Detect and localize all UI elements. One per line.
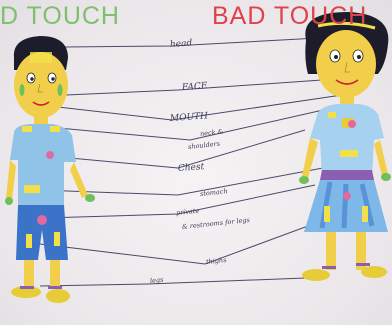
girl-right-shoe	[361, 266, 387, 278]
girl-left-leg	[326, 232, 336, 270]
girl-dress-top	[310, 104, 384, 178]
boy-chest-mark	[46, 151, 54, 159]
label-legs: legs	[150, 276, 164, 285]
girl-face	[316, 30, 376, 98]
boy-right-ear	[58, 84, 63, 96]
boy-right-shoe	[46, 289, 70, 303]
girl-figure	[299, 12, 391, 281]
girl-chest-mark	[348, 120, 356, 128]
girl-private-mark	[343, 192, 351, 200]
boy-left-ear	[20, 84, 25, 96]
boy-right-leg	[50, 260, 60, 286]
label-face: FACE	[182, 81, 208, 93]
boy-forehead-highlight	[30, 52, 52, 63]
label-chest: Chest	[178, 162, 205, 174]
girl-left-shoe	[302, 269, 330, 281]
boy-left-arm	[6, 160, 16, 200]
line-legs	[40, 278, 305, 286]
good-touch-title: D TOUCH	[0, 2, 120, 31]
label-head: head	[170, 38, 193, 50]
girl-waist	[320, 170, 374, 180]
boy-shirt	[10, 124, 76, 205]
boy-private-mark	[37, 215, 47, 225]
bad-touch-title: BAD TOUCH	[212, 2, 367, 31]
boy-right-arm	[70, 162, 88, 198]
boy-shorts	[16, 205, 68, 260]
girl-left-arm	[302, 138, 318, 178]
girl-right-arm	[374, 140, 388, 176]
boy-figure	[5, 36, 95, 303]
boy-left-leg	[24, 260, 34, 286]
